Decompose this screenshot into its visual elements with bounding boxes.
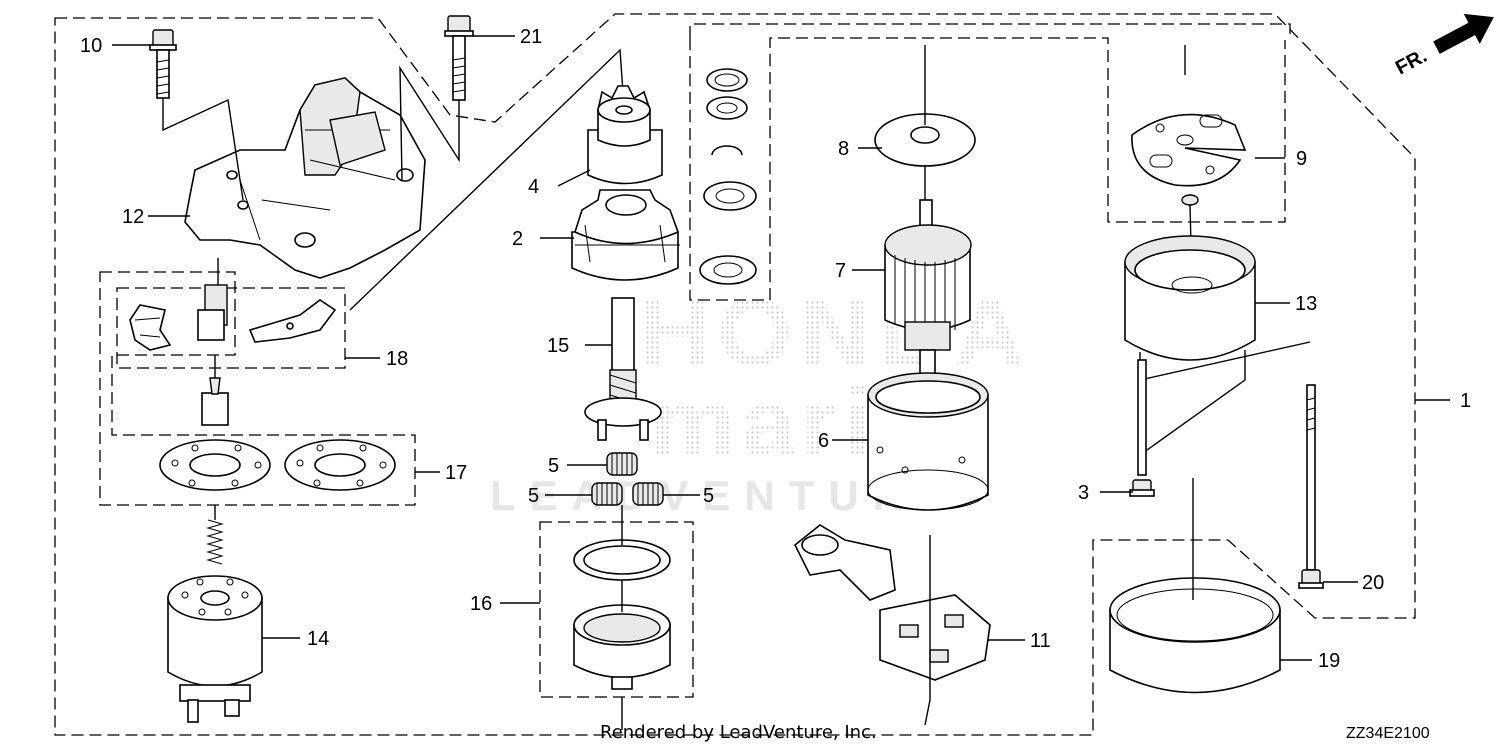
part-12-front-housing	[184, 77, 426, 279]
callout-12: 12	[122, 206, 144, 228]
rendered-by-text: Rendered by LeadVenture, Inc.	[600, 722, 877, 743]
group-17-box	[99, 271, 416, 506]
washer-stack	[699, 68, 757, 285]
part-5-gears	[591, 452, 664, 506]
diagram-code: ZZ34E2100	[1346, 725, 1430, 742]
part-21-bolt	[444, 15, 474, 101]
callout-19: 19	[1318, 650, 1340, 672]
callout-5b: 5	[528, 485, 539, 507]
callout-3: 3	[1078, 482, 1089, 504]
group-18-box	[116, 287, 346, 369]
part-11-brush-holder	[793, 524, 991, 726]
callout-18: 18	[386, 348, 408, 370]
callout-15: 15	[547, 335, 569, 357]
assembly-boundary	[54, 13, 1416, 736]
part-18-brush-parts	[129, 284, 337, 351]
callout-1: 1	[1460, 390, 1471, 412]
callout-6: 6	[818, 430, 829, 452]
part-8-plate	[874, 45, 976, 200]
callout-17: 17	[445, 462, 467, 484]
direction-label: FR.	[1392, 45, 1431, 80]
callout-8: 8	[838, 138, 849, 160]
callout-10: 10	[80, 35, 102, 57]
leader-21	[399, 65, 460, 181]
part-16-internal-gear	[573, 539, 671, 690]
part-10-bolt	[149, 29, 177, 99]
callout-5c: 5	[703, 485, 714, 507]
callout-9: 9	[1296, 148, 1307, 170]
part-14-solenoid	[167, 519, 263, 723]
callouts: 1 2 3 4 5 5 5 6 7 8 9 10 11 12 13 14 15 …	[80, 26, 1471, 672]
part-7-armature	[884, 199, 972, 381]
callout-14: 14	[307, 628, 329, 650]
callout-13: 13	[1295, 293, 1317, 315]
callout-leaders	[112, 35, 1450, 730]
part-13-rear-cover	[1124, 235, 1256, 361]
direction-indicator: FR.	[1392, 13, 1494, 80]
front-arrow-icon	[1433, 13, 1494, 54]
callout-21: 21	[520, 26, 542, 48]
part-4-pinion	[587, 85, 663, 185]
leader-10	[162, 98, 244, 201]
callout-16: 16	[470, 593, 492, 615]
part-20-bolt	[1298, 384, 1324, 589]
part-6-yoke	[867, 372, 989, 511]
part-2-clutch	[571, 189, 680, 281]
part-15-shaft	[584, 297, 662, 441]
callout-7: 7	[835, 260, 846, 282]
inner-boundary	[689, 23, 1291, 40]
callout-20: 20	[1362, 572, 1384, 594]
callout-2: 2	[512, 228, 523, 250]
washer-group-box	[689, 37, 1286, 301]
part-3-screw	[1129, 359, 1155, 497]
callout-5a: 5	[548, 455, 559, 477]
callout-4: 4	[528, 176, 539, 198]
group-16-box	[539, 521, 694, 698]
part-19-band	[1109, 478, 1281, 694]
part-17-brush-plates	[159, 377, 396, 491]
leader-13-bracket	[1139, 341, 1311, 456]
callout-11: 11	[1030, 630, 1051, 652]
